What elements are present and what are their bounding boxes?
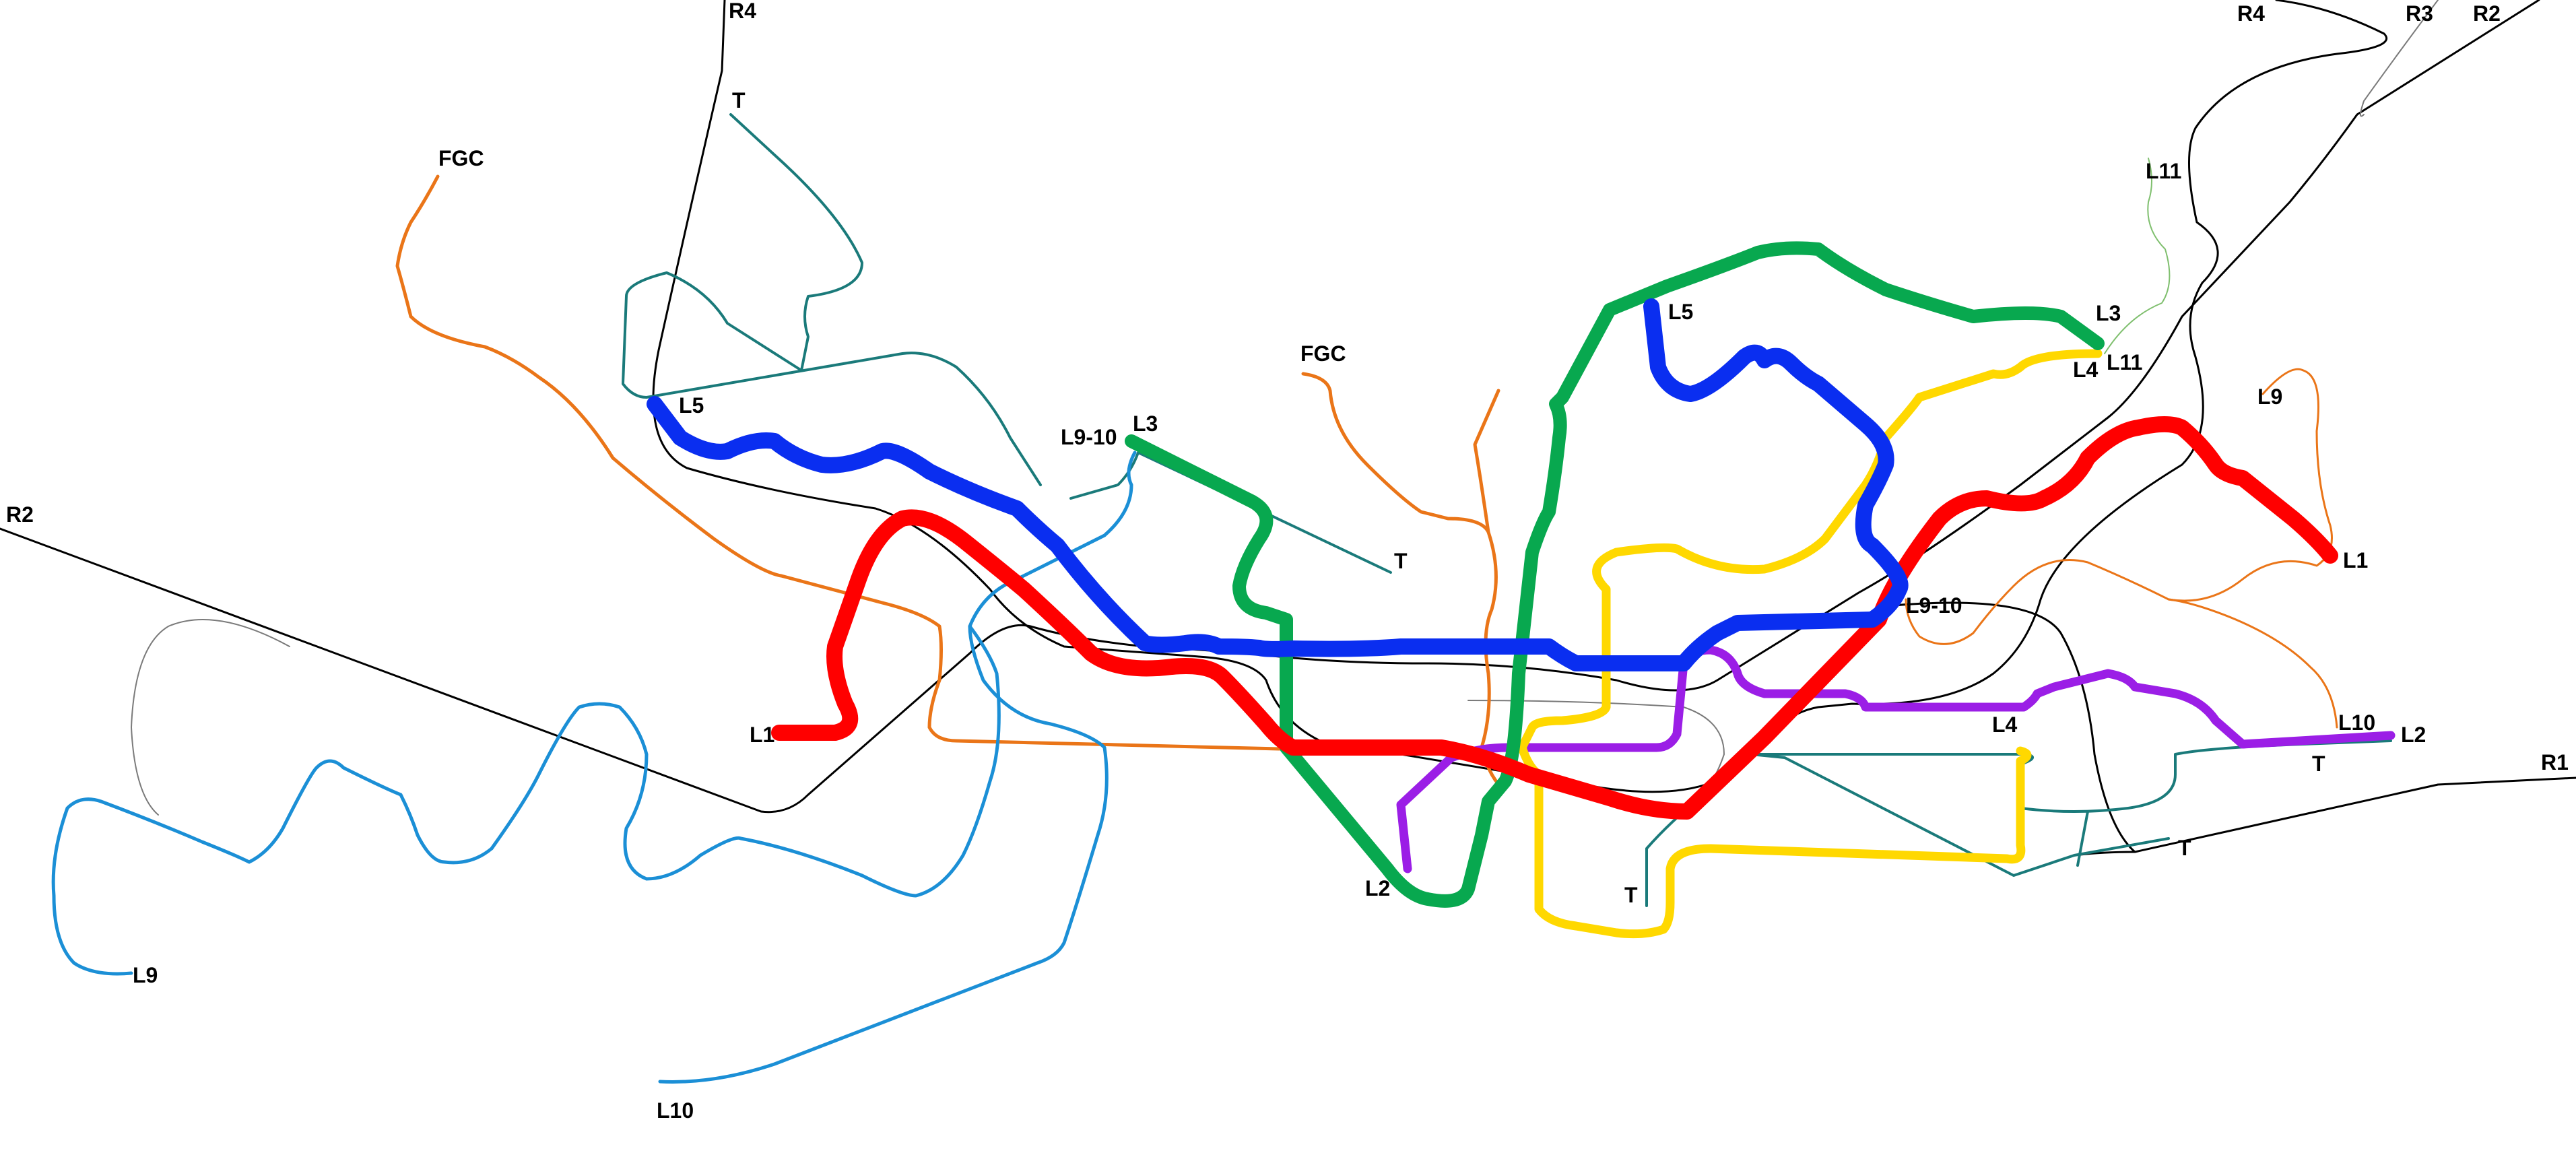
label-l11-top: L11	[2146, 159, 2181, 183]
label-fgc-left: FGC	[438, 146, 484, 170]
label-r3-right: R3	[2406, 1, 2433, 26]
label-l9-10-junction: L9-10	[1061, 425, 1117, 449]
label-l9-east: L9	[2257, 385, 2282, 409]
line-r3	[2360, 0, 2439, 117]
label-l1-east: L1	[2343, 548, 2368, 572]
label-l10-east: L10	[2338, 710, 2375, 735]
label-l4-east: L4	[2073, 358, 2099, 382]
label-l5-east: L5	[1668, 300, 1693, 324]
label-fgc-center: FGC	[1300, 341, 1346, 366]
label-r4-right: R4	[2237, 1, 2265, 26]
fgc-lines	[395, 174, 2338, 790]
label-l3-west: L3	[1133, 411, 1158, 436]
line-l1	[771, 416, 2338, 820]
line-l10-south	[658, 624, 1109, 1084]
label-l1-west: L1	[750, 723, 774, 747]
line-r1	[2073, 776, 2576, 857]
map-labels: R4 T FGC L5 R2 L9-10 L3 FGC T L1 L2 T L9…	[6, 0, 2569, 1123]
label-r1-east: R1	[2541, 750, 2569, 774]
line-tram-north	[622, 113, 1042, 486]
label-r2-right: R2	[2473, 1, 2501, 26]
label-l2-east: L2	[2401, 723, 2426, 747]
label-tram-east: T	[2312, 752, 2325, 776]
label-tram-south: T	[1624, 883, 1638, 907]
line-tram-center	[1069, 451, 1392, 574]
line-fgc-center	[1301, 372, 1504, 790]
label-l2-south: L2	[1365, 876, 1390, 900]
label-l10-south: L10	[657, 1098, 694, 1123]
label-l9-10-east: L9-10	[1906, 593, 1962, 618]
line-l4	[1517, 349, 2103, 939]
label-l3-east: L3	[2096, 301, 2121, 325]
line-l10-east-orange	[2167, 598, 2338, 729]
label-l4-mid: L4	[1992, 713, 2018, 737]
line-l9-west	[51, 451, 1137, 976]
l9-l10-lines	[51, 451, 1137, 1084]
line-fgc-center-branch	[1473, 389, 1500, 534]
line-l9-east-orange	[1905, 368, 2333, 645]
thick-metro-lines	[647, 241, 2396, 939]
line-r-branch-west	[131, 619, 290, 816]
label-tram-center: T	[1394, 549, 1408, 573]
line-r4-west	[652, 0, 2388, 793]
line-tram-east-link	[2076, 810, 2089, 867]
line-r2	[0, 0, 2540, 814]
line-tram-east	[1750, 739, 2392, 813]
label-tram-top: T	[732, 88, 746, 112]
label-tram-southeast: T	[2178, 836, 2191, 860]
label-l11-end: L11	[2107, 350, 2142, 374]
label-l9-west: L9	[133, 963, 158, 987]
label-l5-west: L5	[679, 393, 704, 418]
label-r2-west: R2	[6, 502, 34, 527]
line-l3	[1125, 241, 2105, 908]
line-l5	[647, 298, 1909, 671]
line-fgc-west	[395, 174, 1282, 751]
label-r4-top: R4	[729, 0, 756, 23]
line-l11	[2104, 158, 2171, 354]
line-l2	[1396, 645, 2396, 873]
